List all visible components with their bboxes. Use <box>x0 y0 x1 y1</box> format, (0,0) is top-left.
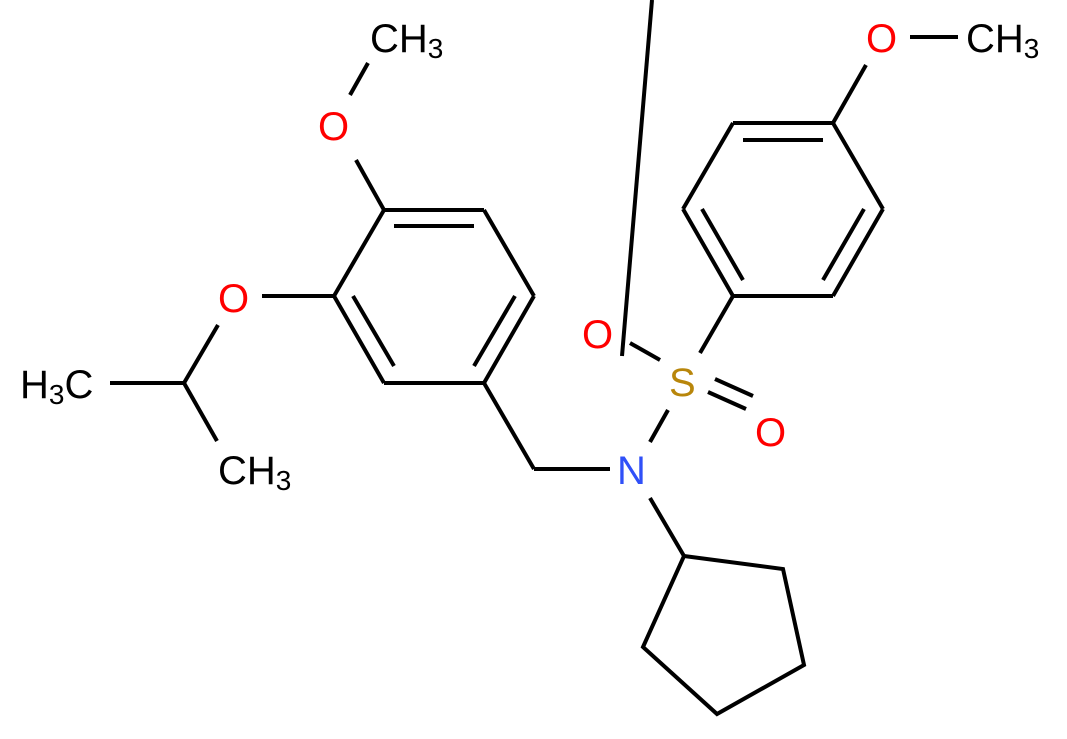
bond-ring-o-top <box>354 159 386 211</box>
label-o-right-methoxy: O <box>866 17 897 61</box>
label-o-sulfonyl-2: O <box>755 411 786 455</box>
bond-s-o1-a <box>629 341 661 362</box>
right-benzene-ring <box>681 121 885 298</box>
bond-ring-o-right <box>831 64 868 124</box>
label-ch3-isopropyl: CH3 <box>218 449 291 496</box>
label-o-isopropoxy: O <box>218 277 249 321</box>
label-s-sulfonyl: S <box>669 361 696 405</box>
label-n-amine: N <box>617 449 646 493</box>
bond-ring-ch2 <box>482 381 536 471</box>
bond-n-cyclopentyl <box>648 496 686 558</box>
label-ch3-top-methoxy: CH3 <box>370 17 443 64</box>
bond-s-ring <box>698 294 735 355</box>
bond-s-o2-a <box>707 390 747 411</box>
label-o-top-methoxy: O <box>318 105 349 149</box>
bond-s-o2-b <box>714 377 754 398</box>
left-benzene-ring <box>332 208 536 385</box>
cyclopentane-ring <box>640 553 807 717</box>
label-ch3-right-methoxy: CH3 <box>966 17 1039 64</box>
label-o-sulfonyl-1: O <box>582 313 613 357</box>
bond-s-o1-b <box>620 0 654 357</box>
bond-ch-ch3-down <box>182 382 219 442</box>
bond-n-s <box>648 409 670 443</box>
label-h3c-isopropyl: H3C <box>20 363 93 410</box>
bond-o-ch3-top <box>348 62 370 96</box>
bond-o-ch <box>182 323 220 385</box>
